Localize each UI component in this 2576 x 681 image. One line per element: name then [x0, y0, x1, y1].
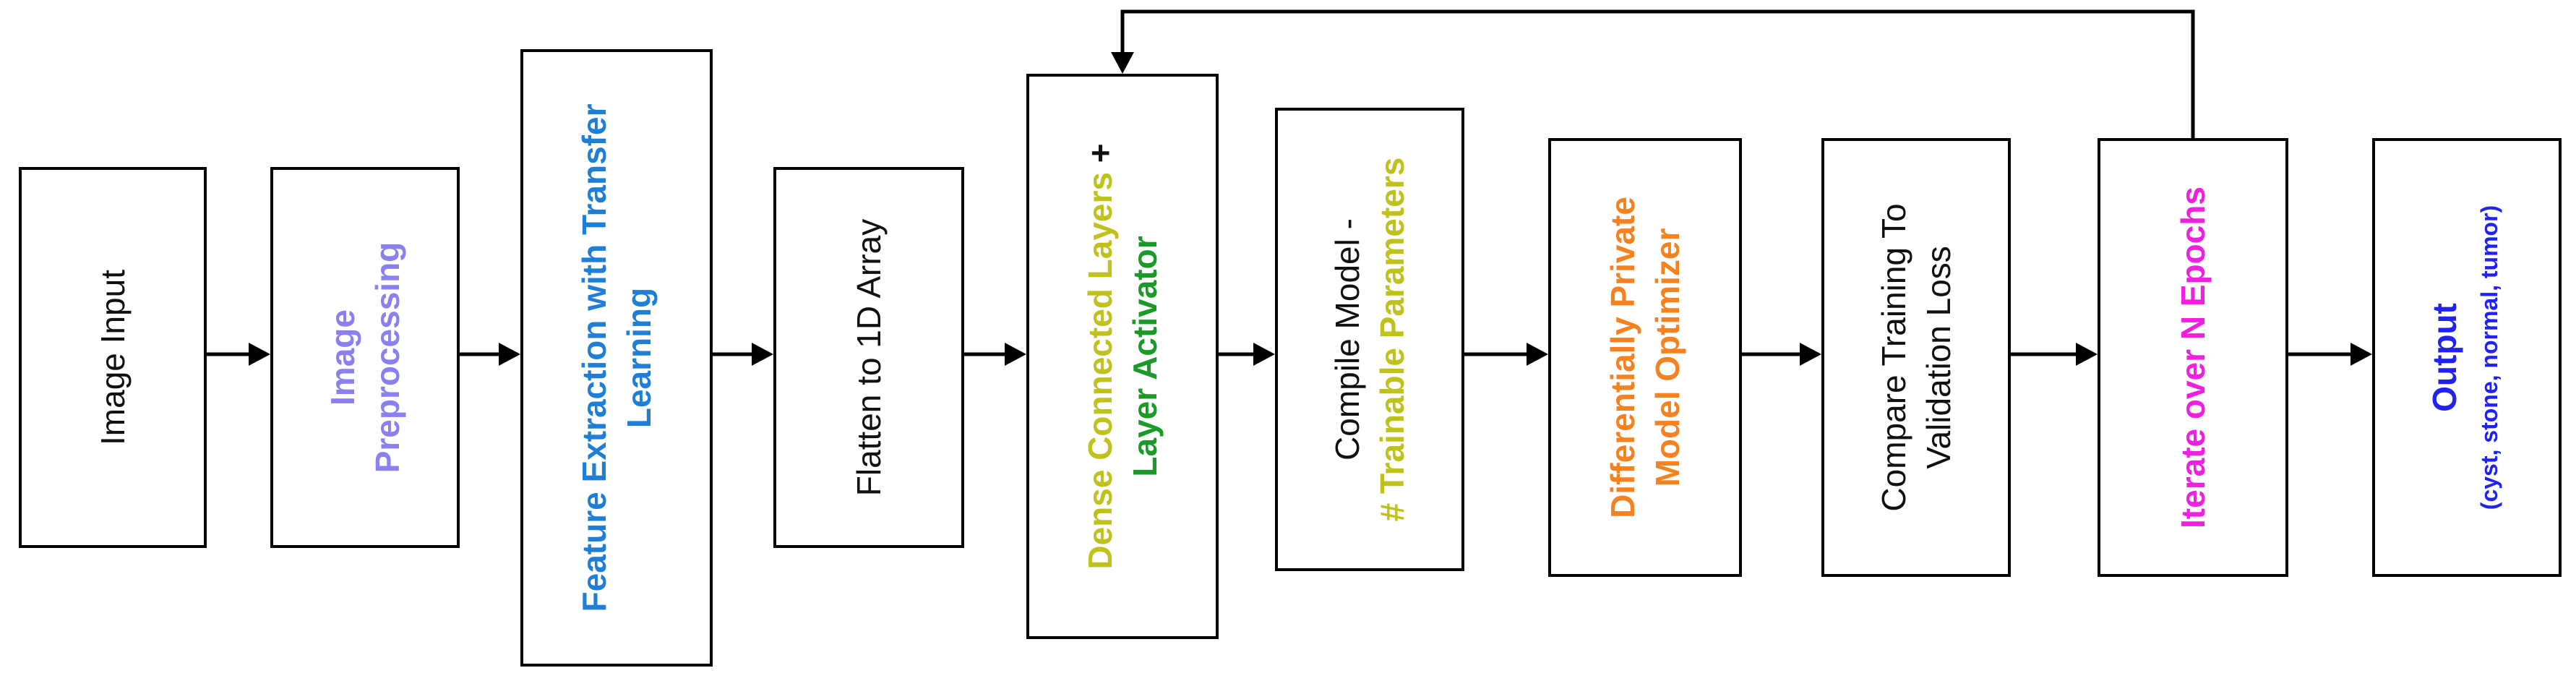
label-text-segment: Validation Loss [1920, 246, 1957, 469]
step-box-compile-model [1275, 108, 1464, 571]
arrowhead [1527, 343, 1548, 366]
step-label-line: Model Optimizer [1649, 228, 1686, 487]
arrowhead [1111, 52, 1134, 74]
label-text-segment: Iterate over N Epochs [2174, 187, 2212, 528]
step-box-frame [1275, 108, 1464, 571]
arrow-flatten-to-dense-layers [964, 343, 1026, 366]
label-text-segment: Image Input [94, 270, 132, 445]
step-label-line: Output [2426, 303, 2463, 412]
step-label-line: Compile Model - [1328, 218, 1366, 461]
step-box-dense-layers [1026, 74, 1219, 639]
label-text-segment: Output [2426, 303, 2463, 412]
step-box-compare-loss [1821, 138, 2011, 577]
arrowhead [1253, 343, 1275, 366]
arrow-dp-optimizer-to-compare-loss [1742, 343, 1821, 366]
step-label-line: Compare Training To [1875, 203, 1912, 511]
label-text-segment: # Trainable Parameters [1373, 158, 1411, 522]
arrowhead [2350, 343, 2372, 366]
arrow-compare-loss-to-iterate-epochs [2011, 343, 2098, 366]
label-text-segment: Learning [620, 288, 658, 428]
label-text-segment: Differentially Private [1604, 197, 1641, 518]
step-label-iterate-epochs: Iterate over N Epochs [2174, 187, 2212, 528]
step-label-line: Validation Loss [1920, 246, 1957, 469]
step-box-frame [1026, 74, 1219, 639]
label-text-segment: Flatten to 1D Array [850, 219, 888, 497]
step-label-line: Iterate over N Epochs [2174, 187, 2212, 528]
step-label-line: Differentially Private [1604, 197, 1641, 518]
step-box-frame [773, 167, 964, 548]
arrowhead [1005, 343, 1026, 366]
step-label-line: Dense Connected Layers + [1081, 143, 1119, 569]
arrow-feature-extraction-to-flatten [713, 343, 773, 366]
step-label-flatten: Flatten to 1D Array [850, 219, 888, 497]
step-label-line: # Trainable Parameters [1373, 158, 1411, 522]
step-label-line: Learning [620, 288, 658, 428]
arrowhead [499, 343, 520, 366]
step-box-image-input [19, 167, 207, 548]
arrowhead [249, 343, 270, 366]
step-label-line: Feature Extraction with Transfer [575, 103, 613, 612]
step-label-compile-model: Compile Model -# Trainable Parameters [1328, 158, 1411, 522]
step-label-line: Image Input [94, 270, 132, 445]
step-label-line: Preprocessing [369, 242, 406, 474]
step-box-frame [270, 167, 460, 548]
step-label-dense-layers: Dense Connected Layers +Layer Activator [1081, 143, 1164, 569]
step-box-frame [1548, 138, 1742, 577]
label-text-segment: + [1081, 143, 1119, 172]
step-box-frame [520, 49, 713, 667]
step-box-feature-extraction [520, 49, 713, 667]
step-box-iterate-epochs [2098, 138, 2288, 577]
arrowhead [1800, 343, 1821, 366]
arrow-image-preprocessing-to-feature-extraction [460, 343, 520, 366]
label-text-segment: Compile Model - [1328, 218, 1366, 461]
arrow-iterate-epochs-to-output [2288, 343, 2372, 366]
arrow-dense-layers-to-compile-model [1219, 343, 1275, 366]
step-box-frame [19, 167, 207, 548]
arrowhead [752, 343, 773, 366]
step-label-line: Image [324, 309, 361, 406]
arrow-image-input-to-image-preprocessing [207, 343, 270, 366]
step-boxes [19, 49, 2562, 667]
step-box-output [2372, 138, 2562, 577]
arrow-compile-model-to-dp-optimizer [1464, 343, 1548, 366]
connectors [207, 9, 2372, 366]
label-text-segment: Dense Connected Layers [1081, 172, 1119, 570]
step-box-dp-optimizer [1548, 138, 1742, 577]
feedback-loop-arrow [1111, 9, 2195, 140]
label-text-segment: Model Optimizer [1649, 228, 1686, 487]
label-text-segment: Feature Extraction with Transfer [575, 103, 613, 612]
label-text-segment: Compare Training To [1875, 203, 1912, 511]
label-text-segment: Layer Activator [1126, 236, 1164, 476]
step-box-flatten [773, 167, 964, 548]
step-box-frame [2098, 138, 2288, 577]
step-label-line: Flatten to 1D Array [850, 219, 888, 497]
arrowhead [2076, 343, 2098, 366]
step-label-line: Layer Activator [1126, 236, 1164, 476]
step-box-frame [2372, 138, 2562, 577]
label-text-segment: Preprocessing [369, 242, 406, 474]
step-box-image-preprocessing [270, 167, 460, 548]
step-box-frame [1821, 138, 2011, 577]
step-label-output: Output (cyst, stone, normal, tumor) [2426, 205, 2502, 510]
label-text-segment: Image [324, 309, 361, 406]
label-text-segment: (cyst, stone, normal, tumor) [2476, 205, 2502, 510]
step-label-image-input: Image Input [94, 270, 132, 445]
feedback-loop-path [1120, 9, 2195, 140]
step-label-line: (cyst, stone, normal, tumor) [2476, 205, 2502, 510]
